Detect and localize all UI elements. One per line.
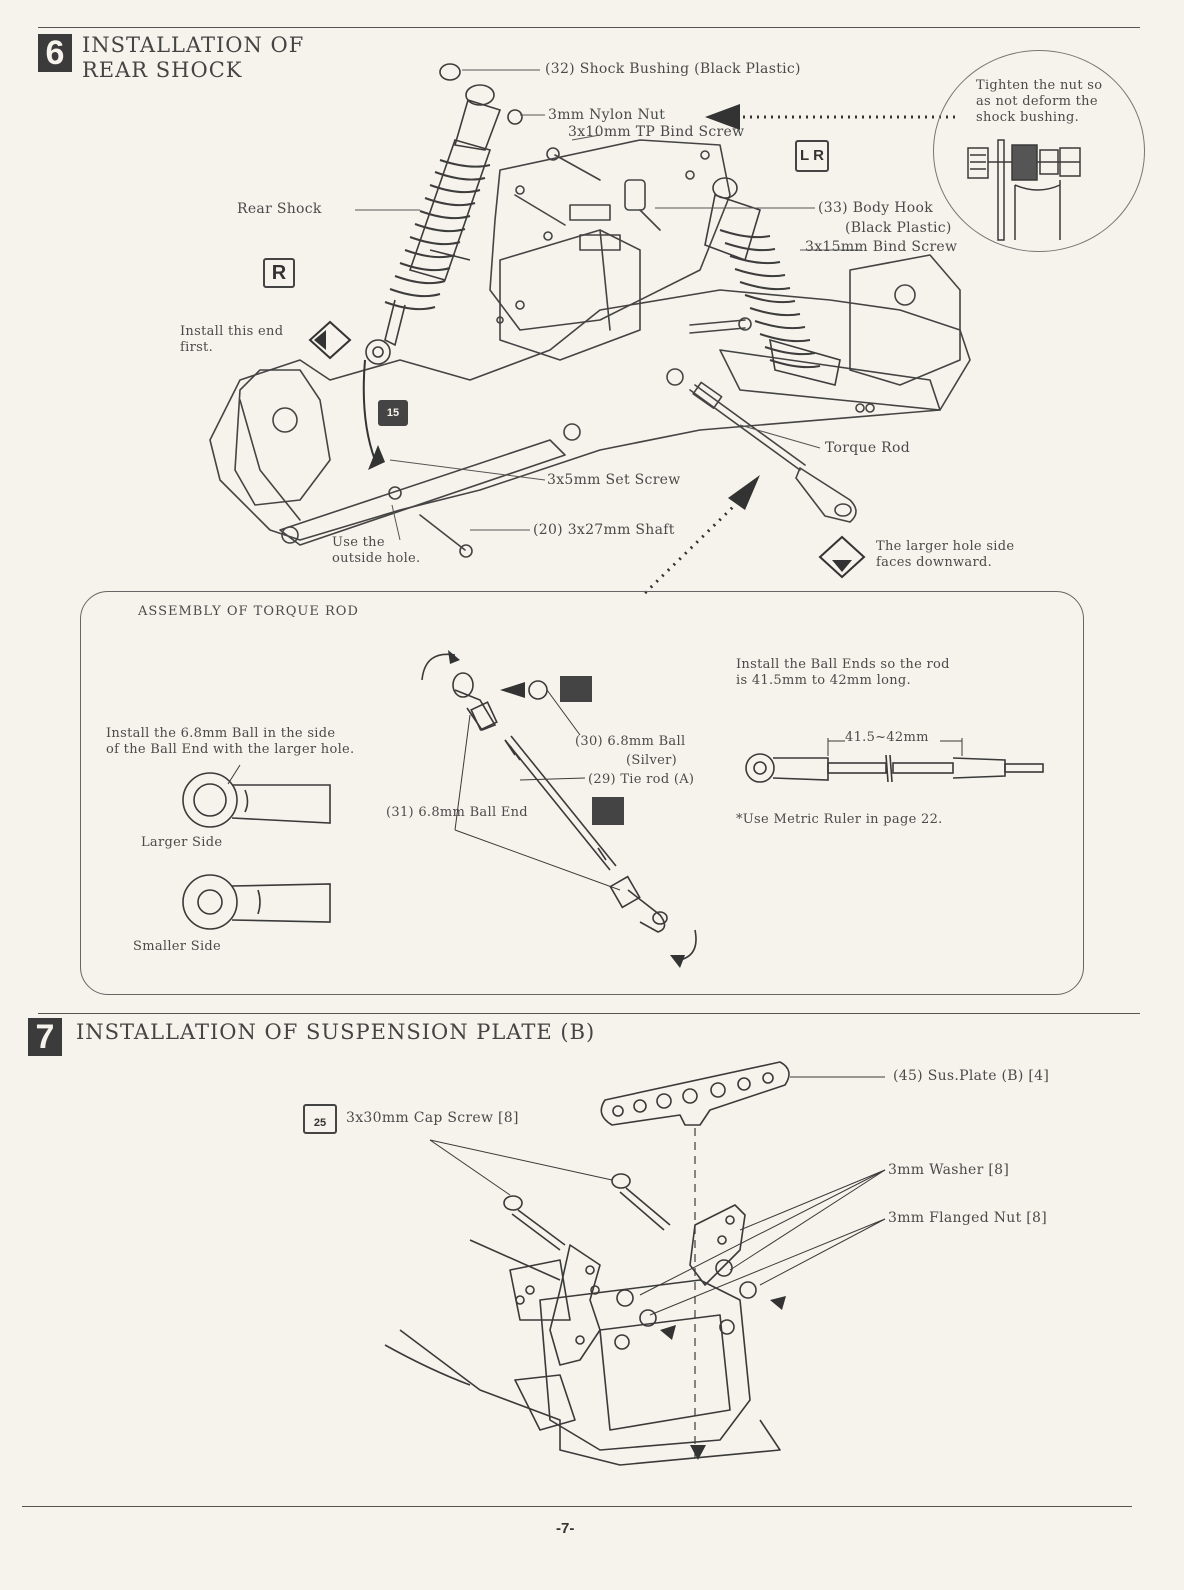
tie-rod-part-tag (592, 797, 624, 825)
tighten-note-line1: Tighten the nut so (976, 78, 1103, 93)
install-first-icon (308, 320, 352, 360)
tie-rod-label: (29) Tie rod (A) (588, 772, 695, 787)
label-set-screw: 3x5mm Set Screw (547, 472, 681, 488)
label-tp-bind-screw: 3x10mm TP Bind Screw (568, 124, 745, 140)
label-body-hook: (33) Body Hook (818, 200, 933, 216)
label-flanged-nut: 3mm Flanged Nut [8] (888, 1210, 1047, 1226)
larger-side-ball-end (182, 772, 331, 828)
length-note-line2: is 41.5mm to 42mm long. (736, 673, 911, 688)
step-7-number: 7 (28, 1018, 62, 1056)
label-outside-hole-2: outside hole. (332, 551, 421, 566)
larger-side-label: Larger Side (141, 835, 223, 850)
label-larger-hole-1: The larger hole side (876, 539, 1015, 554)
ball-note-line1: Install the 6.8mm Ball in the side (106, 726, 336, 741)
step-6-title-line1: INSTALLATION OF (82, 33, 305, 57)
label-rear-shock: Rear Shock (237, 201, 322, 217)
label-larger-hole-2: faces downward. (876, 555, 993, 570)
tighten-note-line3: shock bushing. (976, 110, 1080, 125)
label-nylon-nut: 3mm Nylon Nut (548, 107, 666, 123)
tag-r: R (263, 258, 295, 288)
ruler-note: *Use Metric Ruler in page 22. (736, 812, 943, 827)
length-note-line1: Install the Ball Ends so the rod (736, 657, 950, 672)
label-torque-rod: Torque Rod (825, 440, 911, 456)
section-divider (38, 1013, 1140, 1014)
label-sus-plate: (45) Sus.Plate (B) [4] (893, 1068, 1050, 1084)
step-6-number: 6 (38, 34, 72, 72)
label-bind-screw-15: 3x15mm Bind Screw (805, 239, 958, 255)
cap-screw-left (503, 1195, 566, 1251)
label-install-end-2: first. (180, 340, 214, 355)
label-washer: 3mm Washer [8] (888, 1162, 1010, 1178)
ball-note-line2: of the Ball End with the larger hole. (106, 742, 355, 757)
measured-rod (745, 738, 1044, 783)
label-install-end-1: Install this end (180, 324, 284, 339)
bottom-rule (22, 1506, 1132, 1507)
label-shaft: (20) 3x27mm Shaft (533, 522, 675, 538)
step-7-title: INSTALLATION OF SUSPENSION PLATE (B) (76, 1020, 596, 1044)
torque-rod-assembly-panel (80, 591, 1084, 995)
ball-color-label: (Silver) (626, 753, 678, 768)
tag-25: 25 (303, 1104, 337, 1134)
tag-lr: L R (795, 140, 829, 172)
cap-screw-right (611, 1173, 671, 1231)
torque-rod-assembly-title: ASSEMBLY OF TORQUE ROD (138, 604, 359, 619)
smaller-side-label: Smaller Side (133, 939, 222, 954)
tighten-note-circle (933, 50, 1145, 252)
smaller-side-ball-end (182, 874, 331, 930)
dimension-label: 41.5~42mm (845, 730, 929, 745)
tag-15: 15 (378, 400, 408, 426)
tighten-note-line2: as not deform the (976, 94, 1098, 109)
tie-rod-exploded (452, 672, 668, 933)
step-6-title-line2: REAR SHOCK (82, 58, 243, 82)
label-shock-bushing: (32) Shock Bushing (Black Plastic) (545, 61, 801, 77)
larger-hole-icon (818, 535, 866, 579)
ball-part-tag (560, 676, 592, 702)
page-number: -7- (556, 1520, 575, 1537)
label-cap-screw: 3x30mm Cap Screw [8] (346, 1110, 519, 1126)
top-rule (38, 27, 1140, 28)
ball-label: (30) 6.8mm Ball (575, 734, 686, 749)
label-body-hook-material: (Black Plastic) (845, 220, 952, 236)
label-outside-hole-1: Use the (332, 535, 385, 550)
